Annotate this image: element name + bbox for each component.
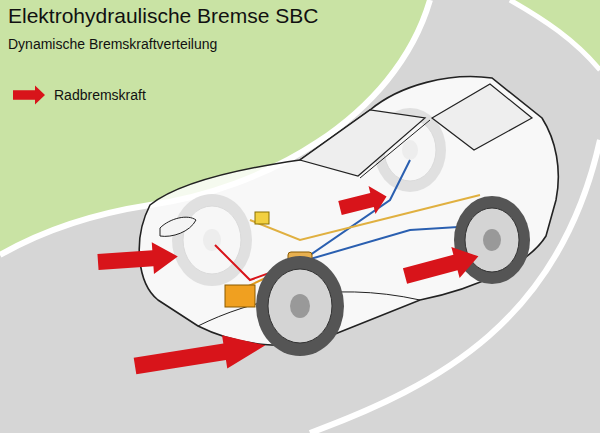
legend-arrow-shape	[13, 85, 45, 104]
grass-area	[510, 0, 600, 70]
subtitle: Dynamische Bremskraftverteilung	[8, 36, 217, 52]
legend-entry: Radbremskraft	[12, 84, 146, 106]
side-window	[432, 84, 532, 150]
body-line	[360, 120, 430, 178]
control-unit	[255, 212, 269, 224]
legend-arrow	[12, 84, 46, 106]
force-arrow	[97, 182, 483, 382]
legend-text: Radbremskraft	[54, 87, 146, 103]
road-edge	[510, 0, 600, 70]
diagram-title: Elektrohydraulische Bremse SBC	[8, 4, 318, 28]
headlight	[160, 217, 196, 236]
wheel	[256, 256, 344, 356]
brake-lines	[215, 160, 492, 300]
car-body	[139, 77, 558, 346]
hydraulic-unit	[225, 285, 255, 307]
